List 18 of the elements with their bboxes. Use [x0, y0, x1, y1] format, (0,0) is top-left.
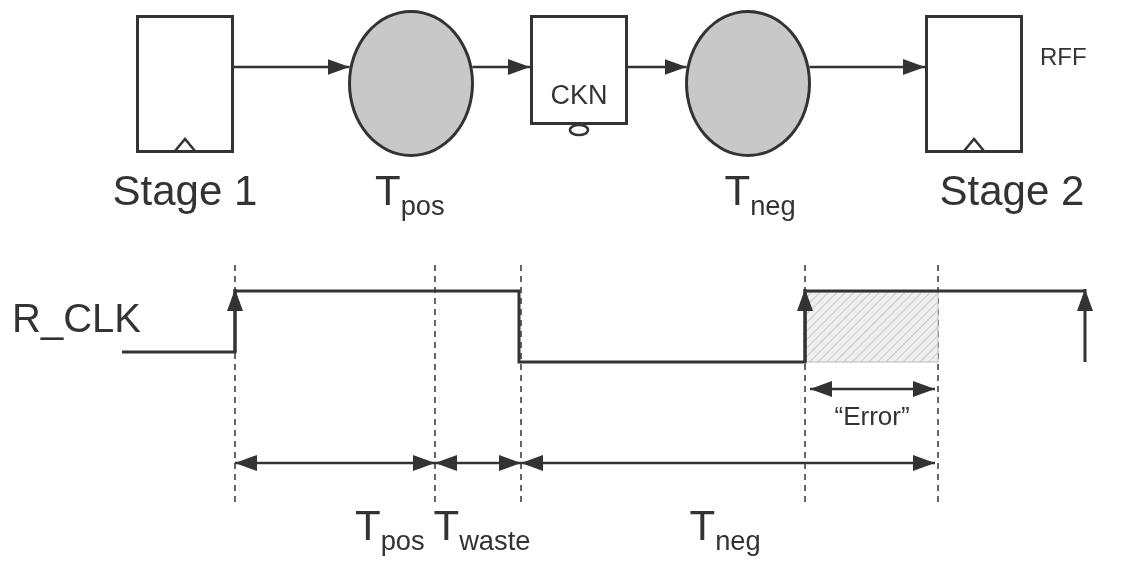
dimension-label: T$_{waste}$: [433, 505, 531, 554]
dimension-label: T$_{pos}$: [355, 505, 425, 554]
flip-flop-name: RFF: [1040, 45, 1087, 69]
arrow: [472, 59, 530, 75]
latch-label: CKN: [550, 82, 608, 109]
stage-label: T$_{pos}$: [375, 170, 445, 219]
arrow: [628, 59, 687, 75]
arrow: [234, 59, 350, 75]
dimension-label: “Error”: [834, 403, 910, 429]
stage-label: Stage 2: [939, 170, 1085, 212]
flip-flop-box: [136, 15, 234, 153]
arrow: [809, 59, 925, 75]
dimension-label: T$_{neg}$: [689, 505, 761, 554]
stage-label: T$_{neg}$: [724, 170, 796, 219]
stage-label: Stage 1: [112, 170, 258, 212]
signal-name: R_CLK: [12, 298, 141, 338]
flip-flop-box: [925, 15, 1023, 153]
latch-box: [530, 15, 628, 125]
